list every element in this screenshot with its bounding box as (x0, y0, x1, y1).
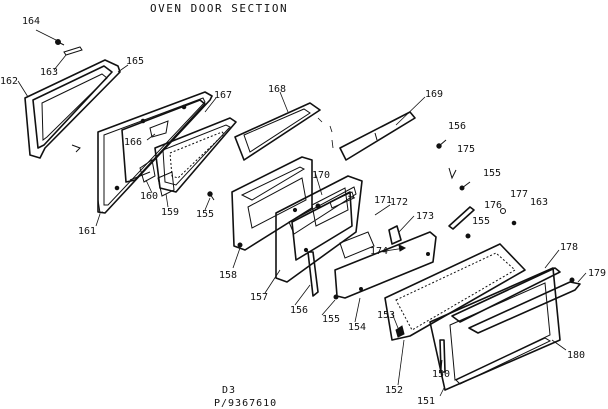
part-160-glass-retainer (129, 159, 156, 183)
callout-155-a: 155 (196, 209, 214, 220)
callout-180: 180 (567, 350, 585, 361)
callout-178: 178 (560, 242, 578, 253)
leader-lines (17, 29, 587, 397)
part-155-screw-e (333, 294, 339, 300)
callout-169: 169 (425, 89, 443, 100)
part-172-insulation-block (339, 231, 375, 259)
callout-163-right: 163 (530, 197, 548, 208)
part-153-screw (395, 325, 405, 338)
callout-175: 175 (457, 144, 475, 155)
part-161-ground-wire (97, 199, 104, 214)
callout-173: 173 (416, 211, 434, 222)
part-178-handle-trim (451, 267, 561, 323)
part-155-screw-b (436, 139, 447, 149)
part-158-door-frame (231, 156, 313, 251)
callout-155-c: 155 (472, 216, 490, 227)
part-155-screw-c (459, 181, 471, 191)
callout-150: 150 (432, 369, 450, 380)
callout-153: 153 (377, 310, 395, 321)
callout-156-top: 156 (448, 121, 466, 132)
part-169-trim-strip (339, 111, 416, 161)
part-154-deflector-plate (334, 231, 437, 299)
part-170-screw (315, 203, 321, 209)
callout-154: 154 (348, 322, 366, 333)
part-180-bottom-trim (455, 337, 552, 385)
callout-157: 157 (250, 292, 268, 303)
callout-171: 171 (374, 195, 392, 206)
callout-155-d: 155 (322, 314, 340, 325)
callout-165: 165 (126, 56, 144, 67)
part-168-insulation-plate (234, 102, 334, 161)
part-155-screw-a (207, 191, 215, 201)
callout-163-left: 163 (40, 67, 58, 78)
part-152-outer-glass (384, 243, 526, 341)
callout-170: 170 (312, 170, 330, 181)
part-150-strip (439, 339, 446, 373)
part-155-screw-d (465, 233, 471, 239)
callout-159: 159 (161, 207, 179, 218)
callout-168: 168 (268, 84, 286, 95)
part-174-marker (377, 244, 407, 253)
part-163-screw-right (511, 220, 517, 226)
part-151-outer-door-panel (429, 267, 561, 391)
part-175-hinge-pin (448, 167, 457, 180)
callout-166: 166 (124, 137, 142, 148)
footer-code: D3 (222, 385, 236, 396)
callout-162: 162 (0, 76, 18, 87)
part-165-inner-door-liner (97, 91, 213, 214)
part-156-spring-rod (307, 251, 319, 297)
callout-179: 179 (588, 268, 606, 279)
part-157-door-inner-panel (275, 175, 363, 283)
callout-164: 164 (22, 16, 40, 27)
callout-155-b: 155 (483, 168, 501, 179)
callout-177: 177 (510, 189, 528, 200)
part-179-door-handle (468, 277, 581, 334)
part-173-latch (388, 225, 402, 245)
footer-part-number: P/9367610 (214, 398, 277, 409)
callout-152: 152 (385, 385, 403, 396)
callout-160: 160 (140, 191, 158, 202)
callout-156-bottom: 156 (290, 305, 308, 316)
part-176-hinge-arm (448, 206, 475, 230)
callout-167: 167 (214, 90, 232, 101)
part-164-screw (55, 39, 65, 46)
callout-174: 174 (370, 246, 388, 257)
part-162-door-gasket (24, 59, 121, 159)
callout-158: 158 (219, 270, 237, 281)
part-159-bracket (157, 171, 175, 197)
callout-176: 176 (484, 200, 502, 211)
callout-161: 161 (78, 226, 96, 237)
callout-172: 172 (390, 197, 408, 208)
part-163-clip (63, 46, 83, 56)
callout-151: 151 (417, 396, 435, 407)
diagram-title: OVEN DOOR SECTION (150, 2, 288, 15)
part-177-washer (500, 208, 506, 214)
